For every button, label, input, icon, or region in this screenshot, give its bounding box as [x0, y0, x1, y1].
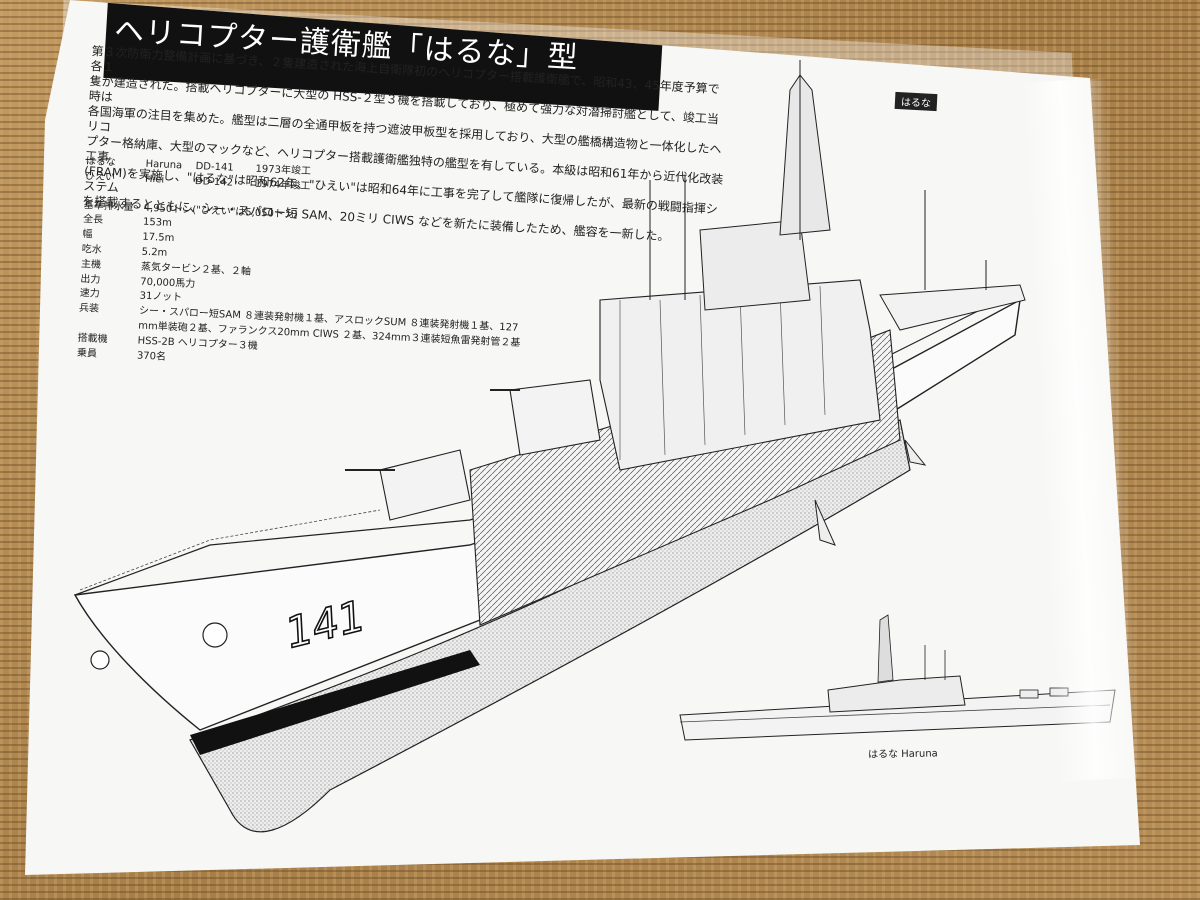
- rudder: [814, 499, 836, 546]
- anchor-icon: [90, 650, 110, 670]
- crest-emblem: [202, 622, 228, 648]
- gun-turret-forward: [379, 449, 471, 521]
- hull-side: [73, 298, 1021, 731]
- stabilizer: [904, 439, 927, 466]
- gun-turret-aft: [509, 379, 601, 456]
- hull-underwater: [189, 419, 911, 833]
- profile-superstructure: [827, 675, 966, 713]
- profile-caption: はるな Haruna: [867, 748, 938, 761]
- profile-gun-aft: [1019, 689, 1039, 699]
- boot-stripe: [190, 650, 480, 755]
- profile-mast: [877, 614, 894, 683]
- superstructure: [599, 279, 881, 471]
- flight-deck: [879, 284, 1026, 331]
- bridge-block: [699, 219, 811, 311]
- main-mast: [779, 74, 831, 236]
